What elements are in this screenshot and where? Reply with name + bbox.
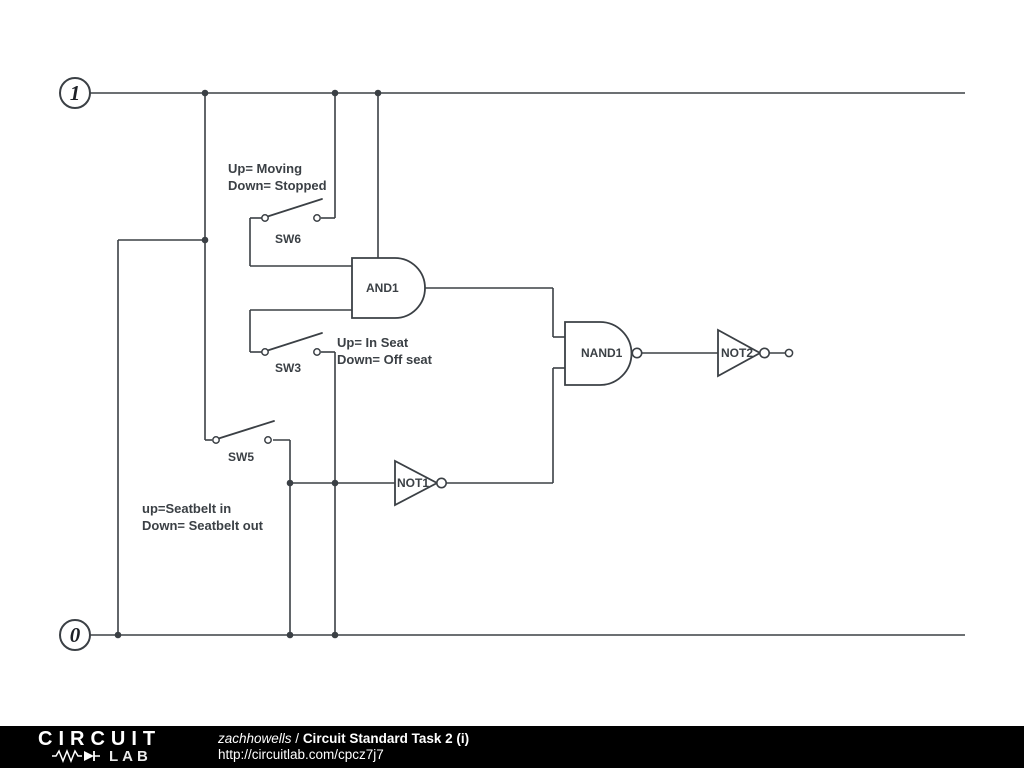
sw3-lever bbox=[265, 332, 323, 352]
circuitlab-logo-wordmark: CIRCUIT bbox=[38, 728, 162, 750]
gate-not1[interactable]: NOT1 bbox=[394, 459, 447, 507]
footer-bar: CIRCUIT LAB zachhowells / Circuit Standa… bbox=[0, 726, 1024, 768]
not1-inversion-bubble bbox=[435, 477, 447, 489]
node-terminal-1[interactable]: 1 bbox=[59, 77, 91, 109]
not1-label: NOT1 bbox=[397, 476, 429, 490]
resistor-diode-icon bbox=[52, 748, 100, 764]
switch-sw6[interactable]: SW6 bbox=[261, 198, 323, 246]
sw5-pin-left bbox=[212, 436, 220, 444]
sw5-label: SW5 bbox=[228, 450, 254, 464]
circuit-title-line: zachhowells / Circuit Standard Task 2 (i… bbox=[218, 731, 469, 747]
sw6-note-line1: Up= Moving bbox=[228, 161, 302, 176]
not2-inversion-bubble bbox=[758, 347, 770, 359]
schematic-canvas: 1 0 SW6 Up= Moving Down= Stopped SW3 Up=… bbox=[59, 77, 965, 651]
sw3-note-line2: Down= Off seat bbox=[337, 352, 433, 367]
sw5-pin-right bbox=[264, 436, 272, 444]
not2-open-terminal bbox=[784, 348, 794, 358]
circuitlab-logo-lab: LAB bbox=[109, 747, 152, 765]
sw6-pin-right bbox=[313, 214, 321, 222]
gate-and1[interactable]: AND1 bbox=[351, 257, 426, 319]
sw3-pin-right bbox=[313, 348, 321, 356]
sw6-note-line2: Down= Stopped bbox=[228, 178, 327, 193]
not1-gate-body bbox=[394, 459, 439, 507]
node-0-label: 0 bbox=[70, 623, 81, 647]
circuitlab-logo[interactable]: CIRCUIT LAB bbox=[38, 728, 188, 765]
node-terminal-0[interactable]: 0 bbox=[59, 619, 91, 651]
sw3-label: SW3 bbox=[275, 361, 301, 375]
circuit-url[interactable]: http://circuitlab.com/cpcz7j7 bbox=[218, 747, 384, 762]
circuit-title: Circuit Standard Task 2 (i) bbox=[302, 731, 470, 746]
node-0-circle bbox=[59, 619, 91, 651]
nand-gate-body bbox=[564, 321, 633, 386]
sw3-note-line1: Up= In Seat bbox=[337, 335, 409, 350]
junction-dots bbox=[114, 89, 382, 639]
title-separator: / bbox=[291, 731, 303, 746]
sw5-note-line1: up=Seatbelt in bbox=[142, 501, 231, 516]
not2-label: NOT2 bbox=[721, 346, 753, 360]
gate-not2[interactable]: NOT2 bbox=[717, 328, 794, 378]
nand1-label: NAND1 bbox=[581, 346, 623, 360]
switch-sw3[interactable]: SW3 bbox=[261, 332, 323, 375]
nand1-inversion-bubble bbox=[631, 347, 643, 359]
sw5-note-line2: Down= Seatbelt out bbox=[142, 518, 264, 533]
sw5-lever bbox=[216, 420, 275, 440]
not2-gate-body bbox=[717, 328, 762, 378]
sw6-label: SW6 bbox=[275, 232, 301, 246]
author-name[interactable]: zachhowells bbox=[218, 731, 292, 746]
circuit-meta: zachhowells / Circuit Standard Task 2 (i… bbox=[218, 731, 469, 763]
wires bbox=[90, 92, 965, 636]
node-1-label: 1 bbox=[70, 81, 81, 105]
sw6-pin-left bbox=[261, 214, 269, 222]
and-gate-body bbox=[351, 257, 426, 319]
gate-nand1[interactable]: NAND1 bbox=[564, 321, 643, 386]
node-1-circle bbox=[59, 77, 91, 109]
switch-sw5[interactable]: SW5 bbox=[212, 420, 275, 464]
sw3-pin-left bbox=[261, 348, 269, 356]
sw6-lever bbox=[265, 198, 323, 218]
and1-label: AND1 bbox=[366, 281, 399, 295]
